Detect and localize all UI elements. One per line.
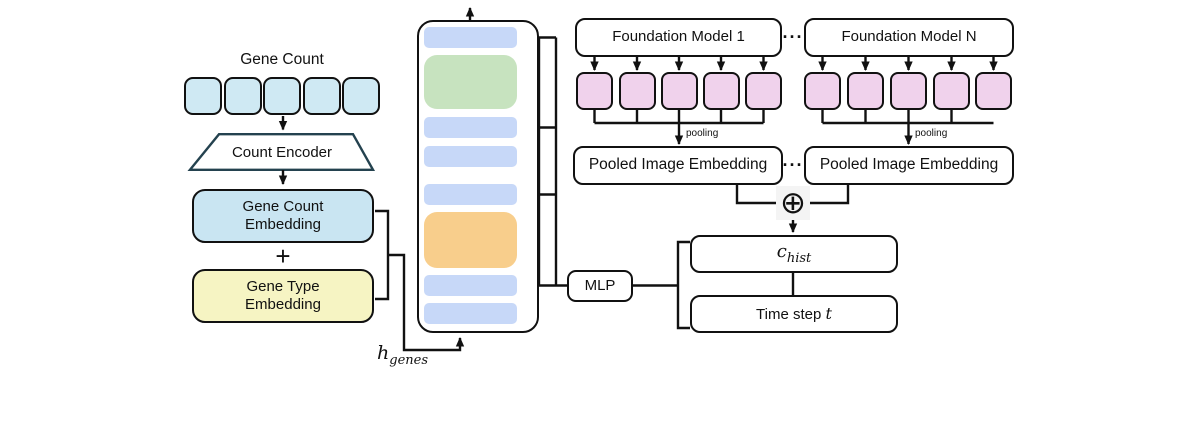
patch-embedding [618, 72, 656, 110]
stack-block-blue [424, 184, 517, 205]
count-encoder-label: Count Encoder [231, 143, 333, 161]
mlp-box: MLP [567, 270, 633, 302]
h-genes-label: hgenes [377, 342, 429, 368]
pooled1-to-plus-line [735, 185, 778, 205]
patch-embedding [933, 72, 970, 110]
gene-count-embedding-box: Gene Count Embedding [192, 189, 374, 243]
patch-embedding [702, 72, 740, 110]
pooled-embedding-dots: ··· [782, 155, 804, 175]
patch-embedding [847, 72, 884, 110]
patch-embedding [975, 72, 1012, 110]
gene-type-embedding-label: Gene Type Embedding [245, 277, 321, 313]
gene-count-title: Gene Count [240, 51, 324, 68]
time-step-box: Time step t [690, 295, 898, 333]
c-hist-label: chist [776, 241, 812, 267]
patch-embedding [745, 72, 782, 110]
plus-sign: + [275, 240, 291, 271]
patch-embedding [804, 72, 841, 110]
stack-block-blue [424, 27, 517, 48]
pooled-image-embedding-n-box: Pooled Image Embedding [804, 146, 1014, 185]
stack-block-blue [424, 146, 517, 167]
gene-count-token [302, 77, 341, 115]
embedding-sum-bracket [375, 209, 390, 301]
gene-count-token [223, 77, 262, 115]
foundation-model-n-box: Foundation Model N [804, 18, 1014, 57]
pooled-image-embedding-1-box: Pooled Image Embedding [573, 146, 783, 185]
gene-count-token [342, 77, 380, 115]
foundation-model-1-label: Foundation Model 1 [612, 28, 745, 46]
gene-count-token [184, 77, 222, 115]
patch-embedding [660, 72, 698, 110]
stack-block-blue [424, 117, 517, 138]
condition-bracket [676, 240, 690, 330]
time-step-label: Time step t [756, 303, 832, 323]
gene-count-token [263, 77, 301, 115]
stack-block-blue [424, 303, 517, 324]
patch-join-lines-1 [593, 110, 765, 125]
pooling-label-1: pooling [686, 128, 719, 139]
foundation-model-dots: ··· [782, 27, 804, 47]
circled-plus-icon: ⊕ [776, 186, 810, 220]
stack-block-blue [424, 275, 517, 296]
gene-count-embedding-label: Gene Count Embedding [242, 197, 324, 233]
c-hist-box: chist [690, 235, 898, 273]
patch-embedding [576, 72, 613, 110]
stack-block-green [424, 55, 517, 109]
patch-embedding [890, 72, 927, 110]
stack-block-orange [424, 212, 517, 268]
gene-type-embedding-box: Gene Type Embedding [192, 269, 374, 323]
pooling-label-n: pooling [915, 128, 948, 139]
pooled-image-embedding-n-label: Pooled Image Embedding [819, 156, 999, 174]
foundation-model-1-box: Foundation Model 1 [575, 18, 782, 57]
mlp-label: MLP [584, 276, 616, 294]
patch-join-lines-n [821, 110, 994, 125]
foundation-model-n-label: Foundation Model N [841, 28, 977, 46]
pooled2-to-plus-line [808, 185, 850, 205]
pooled-image-embedding-1-label: Pooled Image Embedding [588, 156, 768, 174]
